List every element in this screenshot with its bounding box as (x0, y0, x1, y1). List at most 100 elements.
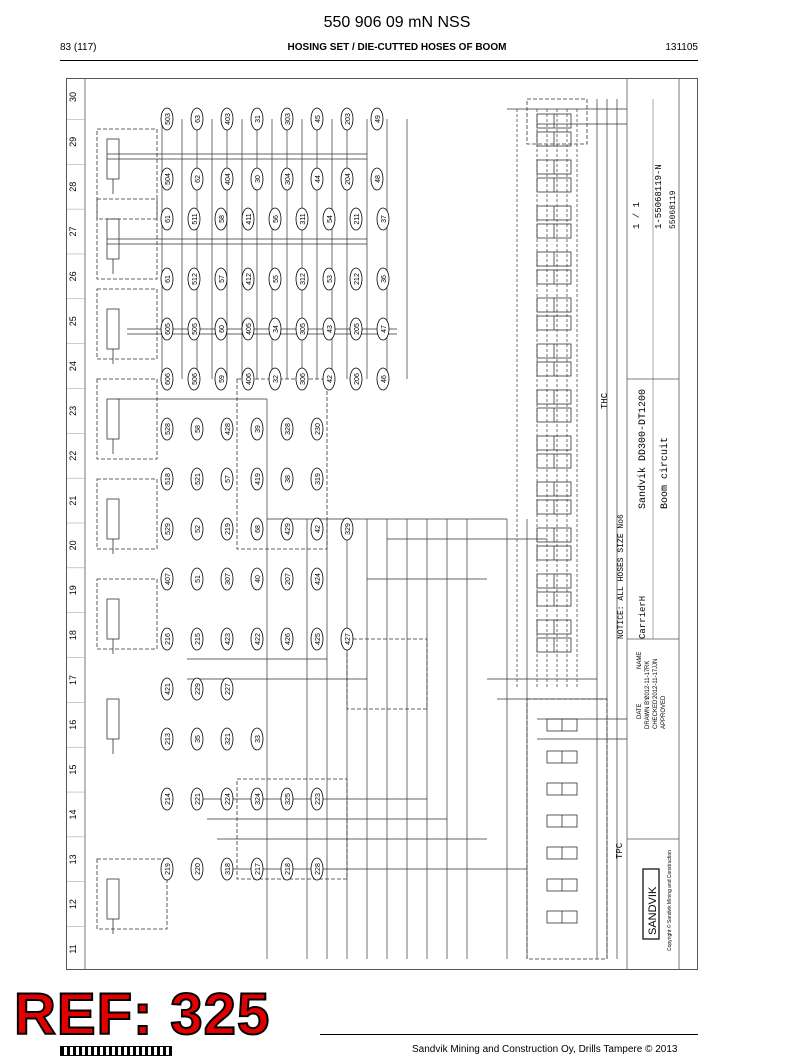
svg-text:203: 203 (345, 113, 352, 125)
svg-text:57: 57 (219, 275, 226, 283)
hose-label: 224 (220, 787, 234, 811)
hose-label: 53 (322, 267, 336, 291)
checked-label: CHECKED (653, 699, 659, 729)
svg-text:421: 421 (165, 683, 172, 695)
column-number: 20 (68, 540, 78, 550)
svg-text:55: 55 (273, 275, 280, 283)
svg-text:31: 31 (255, 115, 262, 123)
footer-copyright: Sandvik Mining and Construction Oy, Dril… (412, 1044, 678, 1055)
svg-text:37: 37 (381, 215, 388, 223)
hose-label: 52 (190, 517, 204, 541)
hose-label: 221 (190, 787, 204, 811)
hose-label: 503 (160, 107, 174, 131)
svg-text:329: 329 (345, 523, 352, 535)
svg-text:311: 311 (300, 213, 307, 224)
column-number: 12 (68, 899, 78, 909)
hose-label: 427 (340, 627, 354, 651)
hose-label: 605 (160, 317, 174, 341)
hose-label: 51 (190, 567, 204, 591)
hose-label: 428 (220, 417, 234, 441)
hose-label: 215 (190, 627, 204, 651)
column-number: 22 (68, 451, 78, 461)
svg-text:305: 305 (300, 323, 307, 335)
hose-label: 213 (160, 727, 174, 751)
hose-label: 318 (220, 857, 234, 881)
drawing-number: 1-55068119-N (654, 164, 664, 229)
hose-label: 230 (310, 417, 324, 441)
svg-text:216: 216 (165, 633, 172, 645)
hose-label: 214 (160, 787, 174, 811)
svg-text:426: 426 (285, 633, 292, 645)
svg-text:206: 206 (354, 373, 361, 385)
column-number: 25 (68, 316, 78, 326)
header-rule (60, 60, 698, 61)
svg-text:427: 427 (345, 633, 352, 645)
svg-text:528: 528 (165, 423, 172, 435)
hose-label: 504 (160, 167, 174, 191)
svg-text:504: 504 (165, 173, 172, 185)
hose-label: 203 (340, 107, 354, 131)
svg-text:419: 419 (255, 473, 262, 485)
hose-label: 48 (370, 167, 384, 191)
svg-text:219: 219 (225, 523, 232, 535)
hose-label: 419 (250, 467, 264, 491)
date-code: 131105 (665, 42, 698, 53)
hose-label: 429 (280, 517, 294, 541)
hose-label: 403 (220, 107, 234, 131)
checked-name: JJN (653, 659, 659, 669)
hose-label: 58 (190, 417, 204, 441)
hose-label: 30 (250, 167, 264, 191)
column-number: 23 (68, 406, 78, 416)
column-number: 21 (68, 496, 78, 506)
svg-text:205: 205 (354, 323, 361, 335)
hose-label: 307 (220, 567, 234, 591)
hose-label: 212 (349, 267, 363, 291)
hose-label: 305 (295, 317, 309, 341)
sandvik-logo-box (642, 868, 660, 940)
hose-label: 424 (310, 567, 324, 591)
hose-label: 55 (268, 267, 282, 291)
hose-label: 312 (295, 267, 309, 291)
hose-label: 57 (214, 267, 228, 291)
svg-text:428: 428 (225, 423, 232, 435)
svg-text:505: 505 (192, 323, 199, 335)
hose-label: 44 (310, 167, 324, 191)
svg-text:49: 49 (375, 115, 382, 123)
svg-text:307: 307 (225, 573, 232, 585)
svg-text:406: 406 (246, 373, 253, 385)
svg-text:30: 30 (255, 175, 262, 183)
svg-text:43: 43 (327, 325, 334, 333)
hose-label: 223 (310, 787, 324, 811)
svg-text:68: 68 (255, 525, 262, 533)
hose-label: 49 (370, 107, 384, 131)
column-number: 24 (68, 361, 78, 371)
hose-label: 36 (376, 267, 390, 291)
svg-text:38: 38 (285, 475, 292, 483)
column-number: 18 (68, 630, 78, 640)
hose-label: 33 (250, 727, 264, 751)
svg-text:229: 229 (195, 683, 202, 695)
svg-text:303: 303 (285, 113, 292, 125)
svg-text:503: 503 (165, 113, 172, 125)
svg-text:219: 219 (165, 863, 172, 875)
hose-label: 39 (250, 417, 264, 441)
svg-text:217: 217 (255, 863, 262, 875)
hose-label: 518 (160, 467, 174, 491)
hose-label: 422 (250, 627, 264, 651)
hose-label: 306 (295, 367, 309, 391)
column-number: 30 (68, 92, 78, 102)
hose-label: 63 (190, 107, 204, 131)
hose-label: 425 (310, 627, 324, 651)
column-number: 17 (68, 675, 78, 685)
svg-text:42: 42 (327, 375, 334, 383)
checked-date: 2012-11-17 (653, 668, 659, 699)
svg-text:521: 521 (195, 473, 202, 485)
hose-label: 216 (160, 627, 174, 651)
svg-text:518: 518 (165, 473, 172, 485)
hose-label: 54 (322, 207, 336, 231)
svg-text:511: 511 (192, 213, 199, 224)
svg-text:319: 319 (315, 473, 322, 485)
hose-label: 32 (268, 367, 282, 391)
svg-text:39: 39 (255, 425, 262, 433)
hose-label: 206 (349, 367, 363, 391)
